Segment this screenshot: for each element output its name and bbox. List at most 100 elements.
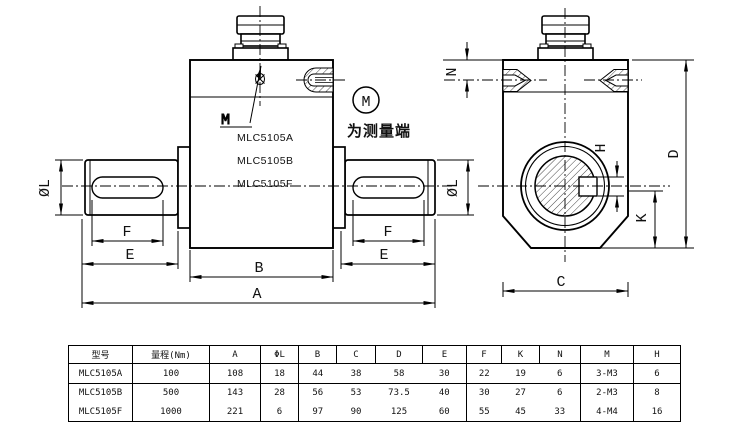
col-header-D: D — [375, 345, 423, 364]
table-row: MLC5105A 100 108 18 44 38 58 30 22 19 6 … — [68, 363, 681, 384]
col-header-H: H — [633, 345, 681, 364]
table-cell: 60 — [422, 402, 467, 422]
svg-text:D: D — [666, 149, 683, 158]
table-cell: MLC5105B — [68, 383, 133, 403]
dim-phiL-right: ØL — [437, 159, 474, 216]
left-keyway — [91, 176, 164, 199]
svg-text:ØL: ØL — [37, 179, 54, 197]
table-cell: 100 — [132, 363, 210, 384]
dim-E-right: E — [340, 219, 436, 308]
col-header-range: 量程(Nm) — [132, 345, 210, 364]
measuring-end-symbol: M — [361, 94, 370, 111]
table-row: MLC5105F 1000 221 6 97 90 125 60 55 45 3… — [68, 402, 681, 422]
center-lines-front — [62, 6, 452, 187]
table-cell: 90 — [350, 406, 362, 417]
col-header-B: B — [298, 345, 337, 364]
table-cell: 22 — [466, 363, 502, 384]
table-cell: 125 — [390, 406, 408, 417]
dim-phiL-left: ØL — [37, 159, 83, 216]
measuring-end-note: M 为测量端 — [347, 86, 411, 140]
table-cell: 8 — [654, 388, 660, 399]
col-header-F: F — [466, 345, 502, 364]
connector-plug-front — [232, 15, 289, 61]
svg-text:A: A — [252, 286, 261, 303]
right-flange — [332, 146, 346, 229]
table-cell: 30 — [478, 388, 490, 399]
table-cell: MLC5105A — [68, 363, 133, 384]
dim-D: D — [601, 59, 694, 249]
right-keyway — [352, 176, 425, 199]
keyway-slot-side — [578, 176, 598, 197]
svg-text:ØL: ØL — [445, 179, 462, 197]
dim-B: B — [189, 250, 334, 282]
model-a: MLC5105A — [237, 132, 294, 144]
model-b: MLC5105B — [237, 155, 294, 167]
table-cell: 56 — [312, 388, 324, 399]
left-flange — [177, 146, 191, 229]
spec-table: 型号 量程(Nm) A ΦL B C D E F K N M H MLC5105… — [68, 345, 681, 422]
col-header-A: A — [209, 345, 261, 364]
col-header-phiL: ΦL — [260, 345, 299, 364]
table-cell: 1000 — [132, 402, 210, 422]
col-header-E: E — [422, 345, 467, 364]
dim-E-left: E — [81, 219, 179, 308]
drawing-canvas: M MLC5105A MLC5105B MLC5105F ØL ØL F — [37, 6, 694, 308]
svg-text:K: K — [634, 213, 651, 222]
svg-text:C: C — [556, 274, 565, 291]
svg-text:H: H — [593, 143, 610, 152]
model-f: MLC5105F — [237, 178, 293, 190]
col-header-model: 型号 — [68, 345, 133, 364]
table-cell: 45 — [515, 406, 526, 417]
table-cell: MLC5105F — [68, 402, 133, 422]
table-cell: 28 — [260, 383, 299, 403]
dim-F-left: F — [91, 200, 164, 246]
dim-A: A — [81, 286, 436, 305]
table-cell: 3-M3 — [580, 363, 634, 384]
table-cell: 97 — [312, 406, 324, 417]
dim-C: C — [502, 274, 629, 297]
dim-F-right: F — [352, 200, 425, 246]
table-cell: 500 — [132, 383, 210, 403]
model-numbers: MLC5105A MLC5105B MLC5105F — [237, 132, 294, 190]
table-cell: 4-M4 — [580, 402, 634, 422]
table-cell: 58 — [375, 363, 423, 384]
table-cell: 27 — [515, 388, 526, 399]
dim-K: K — [628, 190, 663, 249]
table-cell: 16 — [651, 406, 663, 417]
svg-text:F: F — [383, 224, 392, 241]
table-cell: 33 — [539, 402, 581, 422]
table-cell: 2-M3 — [580, 383, 634, 403]
table-cell: 44 — [298, 363, 337, 384]
measuring-end-text: 为测量端 — [347, 122, 411, 140]
col-header-M: M — [580, 345, 634, 364]
m-label: M — [221, 112, 230, 129]
dim-N: N — [443, 42, 503, 98]
table-cell: 73.5 — [388, 388, 410, 399]
sensor-body-front — [189, 59, 334, 249]
table-cell: 6 — [633, 363, 681, 384]
table-header-row: 型号 量程(Nm) A ΦL B C D E F K N M H — [68, 345, 681, 364]
svg-text:N: N — [444, 67, 461, 76]
m-leader-line — [249, 65, 262, 124]
col-header-N: N — [539, 345, 581, 364]
svg-text:E: E — [379, 247, 388, 264]
table-cell: 19 — [501, 363, 540, 384]
svg-text:E: E — [125, 247, 134, 264]
table-cell: 18 — [260, 363, 299, 384]
table-cell: 38 — [336, 363, 376, 384]
connector-plug-side — [537, 15, 594, 61]
table-cell: 6 — [539, 383, 581, 403]
svg-text:B: B — [254, 260, 263, 277]
center-lines-side — [444, 8, 670, 262]
front-view: M MLC5105A MLC5105B MLC5105F ØL ØL F — [37, 6, 474, 308]
top-thread-slot-right — [599, 69, 629, 92]
table-cell: 40 — [422, 383, 467, 403]
col-header-K: K — [501, 345, 540, 364]
table-cell: 30 — [422, 363, 467, 384]
table-cell: 6 — [260, 402, 299, 422]
col-header-C: C — [336, 345, 376, 364]
table-cell: 108 — [209, 363, 261, 384]
dim-H: H — [593, 143, 624, 212]
table-cell: 143 — [209, 383, 261, 403]
